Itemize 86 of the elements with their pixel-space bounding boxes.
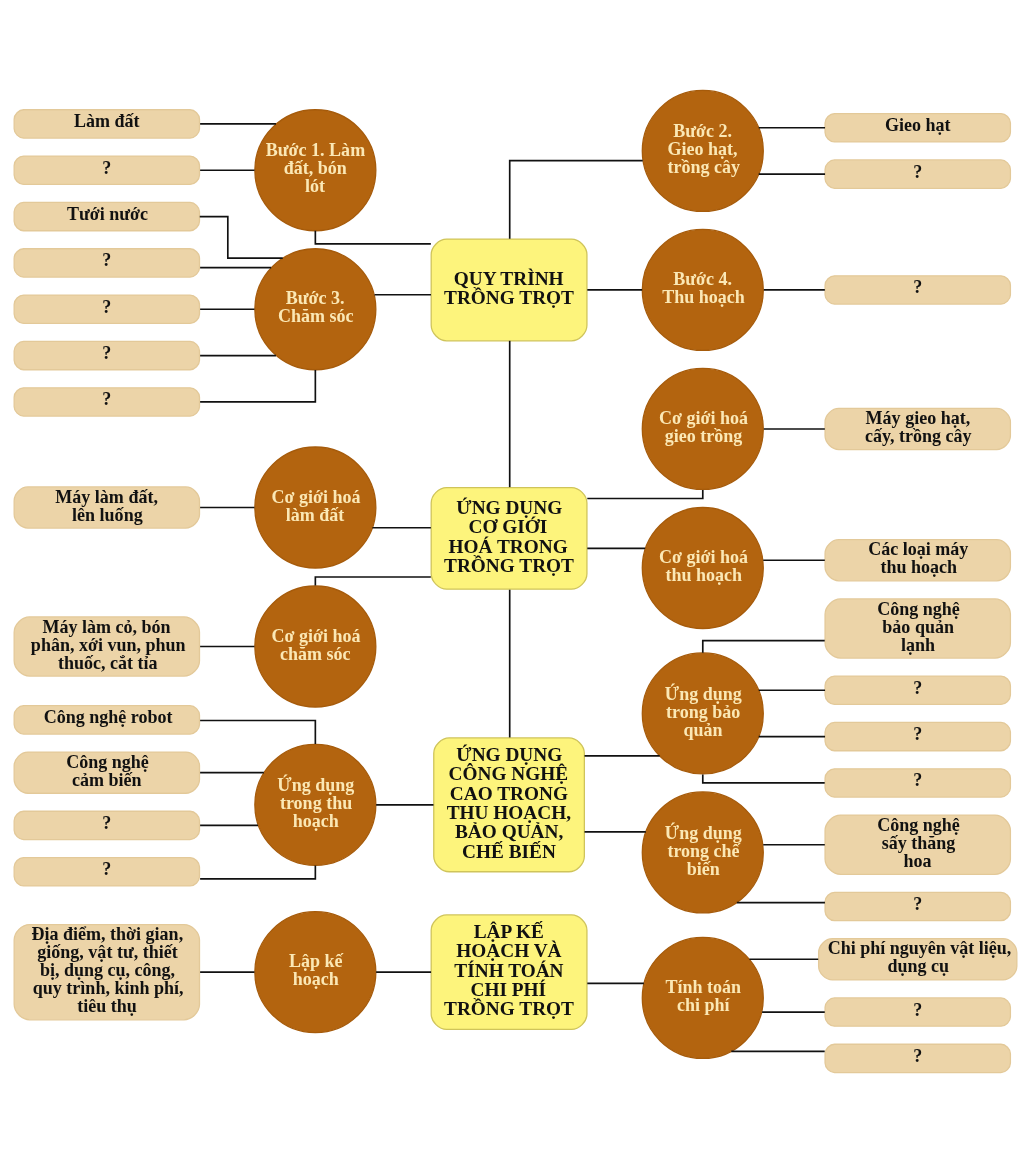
node-box: Máy làm đất, lên luống: [13, 486, 200, 529]
connector: [748, 958, 819, 961]
node-box: ?: [823, 675, 1011, 706]
node-circle: Cơ giới hoá thu hoạch: [641, 506, 764, 630]
connector: [198, 308, 255, 311]
connector: [585, 289, 643, 291]
node-box: ?: [823, 721, 1011, 752]
connector: [198, 266, 272, 269]
connector: [585, 982, 645, 985]
node-box: Gieo hạt: [823, 112, 1011, 143]
connector: [762, 428, 826, 430]
connector: [583, 831, 647, 833]
node-box: Địa điểm, thời gian, giống, vật tư, thiết bị, dụng cụ, công, quy trình, kinh phí, tiêu thụ: [13, 923, 200, 1021]
node-box: QUY TRÌNH TRỒNG TRỌT: [430, 238, 588, 342]
connector: [583, 755, 661, 757]
connector: [760, 1011, 826, 1013]
connector: [585, 547, 646, 550]
connector: [701, 639, 826, 654]
node-box: ỨNG DỤNG CÔNG NGHỆ CAO TRONG THU HOẠCH, BẢO QUẢN, CHẾ BIẾN: [432, 737, 585, 873]
node-box: ?: [823, 159, 1011, 189]
connector: [198, 971, 255, 973]
connector: [762, 289, 826, 291]
node-circle: Ứng dụng trong chế biến: [641, 791, 764, 914]
node-circle: Tính toán chi phí: [641, 936, 764, 1060]
connector: [701, 773, 826, 784]
node-box: ?: [823, 891, 1011, 922]
connector: [757, 173, 826, 175]
connector: [374, 971, 432, 973]
connector: [761, 843, 826, 846]
connector: [735, 901, 826, 904]
connector: [198, 169, 255, 172]
node-circle: Cơ giới hoá làm đất: [253, 446, 376, 569]
connector: [585, 489, 704, 500]
node-circle: Lập kế hoạch: [253, 911, 376, 1034]
node-circle: Cơ giới hoá chăm sóc: [253, 585, 376, 708]
node-box: Công nghệ sấy thăng hoa: [823, 814, 1011, 875]
node-box: ?: [13, 248, 200, 278]
node-box: ?: [13, 340, 200, 371]
node-box: Công nghệ cảm biến: [13, 751, 200, 794]
node-circle: Ứng dụng trong bảo quản: [641, 652, 764, 775]
connector: [508, 588, 511, 739]
node-circle: Ứng dụng trong thu hoạch: [253, 743, 376, 866]
node-box: Tưới nước: [13, 201, 200, 232]
node-box: ?: [13, 856, 200, 887]
node-box: Công nghệ bảo quản lạnh: [823, 598, 1011, 659]
node-box: Máy làm cỏ, bón phân, xới vun, phun thuốc, cắt tỉa: [13, 616, 200, 677]
connector: [198, 719, 316, 745]
connector: [508, 159, 644, 240]
node-box: ?: [13, 810, 200, 841]
connector: [198, 824, 259, 827]
node-box: Công nghệ robot: [13, 705, 200, 735]
node-box: ?: [823, 1043, 1011, 1074]
connector: [761, 559, 826, 562]
node-box: ?: [823, 275, 1011, 305]
connector: [314, 576, 432, 587]
node-box: ?: [13, 294, 200, 325]
node-circle: Cơ giới hoá gieo trồng: [641, 367, 764, 491]
connector: [757, 126, 826, 129]
connector: [198, 771, 265, 774]
connector: [757, 735, 826, 738]
node-circle: Bước 2. Gieo hạt, trồng cây: [641, 89, 764, 213]
connector: [198, 506, 255, 509]
connector: [198, 354, 277, 357]
node-box: ?: [823, 768, 1011, 798]
node-box: Máy gieo hạt, cấy, trồng cây: [823, 407, 1011, 451]
node-box: Các loại máy thu hoạch: [823, 539, 1011, 582]
connector: [198, 645, 255, 648]
node-circle: Bước 3. Chăm sóc: [253, 248, 376, 371]
node-circle: Bước 1. Làm đất, bón lót: [253, 109, 376, 232]
connector: [757, 689, 826, 692]
node-box: Chi phí nguyên vật liệu, dụng cụ: [817, 938, 1017, 981]
node-box: ỨNG DỤNG CƠ GIỚI HOÁ TRONG TRỒNG TRỌT: [430, 486, 588, 590]
connector: [198, 123, 277, 125]
node-box: ?: [13, 387, 200, 417]
connector: [373, 293, 432, 296]
connector: [374, 804, 434, 806]
node-box: LẬP KẾ HOẠCH VÀ TÍNH TOÁN CHI PHÍ TRỒNG TRỌT: [430, 914, 588, 1031]
connector: [730, 1050, 826, 1053]
node-circle: Bước 4. Thu hoạch: [641, 228, 764, 352]
node-box: ?: [13, 155, 200, 186]
connector: [508, 340, 511, 488]
connector: [371, 526, 432, 529]
node-box: Làm đất: [13, 109, 200, 139]
connector: [198, 215, 284, 260]
node-box: ?: [823, 997, 1011, 1027]
connector: [198, 369, 316, 403]
